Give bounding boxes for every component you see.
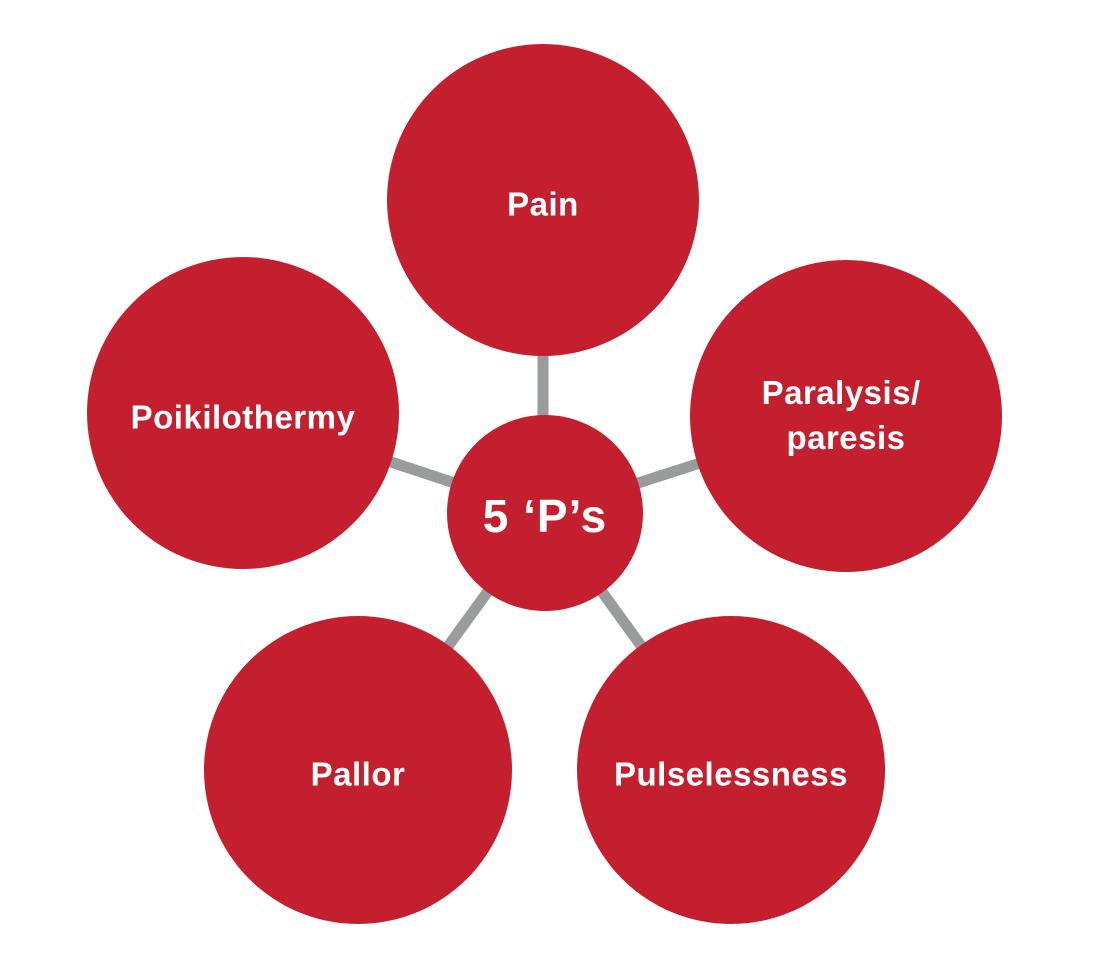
pulselessness-circle [577, 616, 885, 924]
paralysis-paresis-label: Paralysis/ paresis [762, 374, 931, 456]
node-center: 5 ‘P’s [447, 415, 643, 611]
poikilothermy-label: Poikilothermy [131, 399, 356, 436]
node-poikilothermy: Poikilothermy [87, 257, 399, 569]
node-pain: Pain [387, 44, 699, 356]
poikilothermy-circle [87, 257, 399, 569]
pain-circle [387, 44, 699, 356]
node-pulselessness: Pulselessness [577, 616, 885, 924]
paralysis-paresis-label-line2: paresis [786, 419, 905, 456]
node-paralysis-paresis: Paralysis/ paresis [690, 260, 1002, 572]
paralysis-paresis-label-line1: Paralysis/ [762, 374, 921, 411]
center-circle [447, 415, 643, 611]
pulselessness-label: Pulselessness [614, 756, 848, 793]
paralysis-paresis-circle [690, 260, 1002, 572]
pallor-circle [204, 616, 512, 924]
pain-label: Pain [507, 186, 579, 223]
node-pallor: Pallor [204, 616, 512, 924]
center-label: 5 ‘P’s [483, 490, 607, 542]
pallor-label: Pallor [311, 756, 406, 793]
